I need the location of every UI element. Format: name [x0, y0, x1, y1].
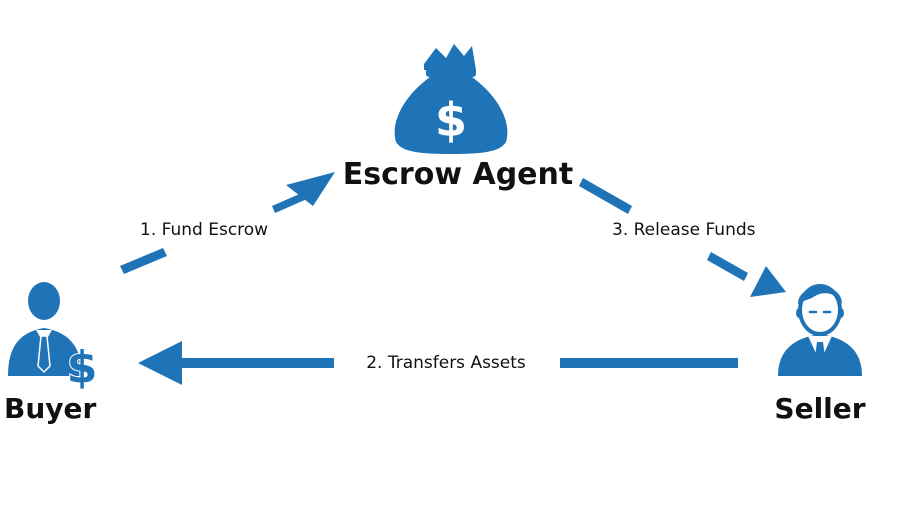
- seller-label: Seller: [774, 392, 865, 425]
- money-bag-icon: $: [394, 44, 508, 154]
- transfers-assets-arrow: [138, 341, 738, 385]
- seller-person-icon: [778, 284, 862, 376]
- escrow-agent-label: Escrow Agent: [343, 157, 573, 192]
- svg-text:$: $: [435, 93, 467, 147]
- release-funds-arrow: [579, 178, 786, 297]
- transfers-assets-label: 2. Transfers Assets: [366, 353, 526, 373]
- svg-text:$: $: [67, 342, 98, 393]
- buyer-with-dollar-icon: $: [8, 282, 98, 394]
- fund-escrow-label: 1. Fund Escrow: [140, 220, 268, 240]
- buyer-label: Buyer: [4, 392, 97, 425]
- fund-escrow-arrow: [120, 172, 335, 274]
- release-funds-label: 3. Release Funds: [612, 220, 756, 240]
